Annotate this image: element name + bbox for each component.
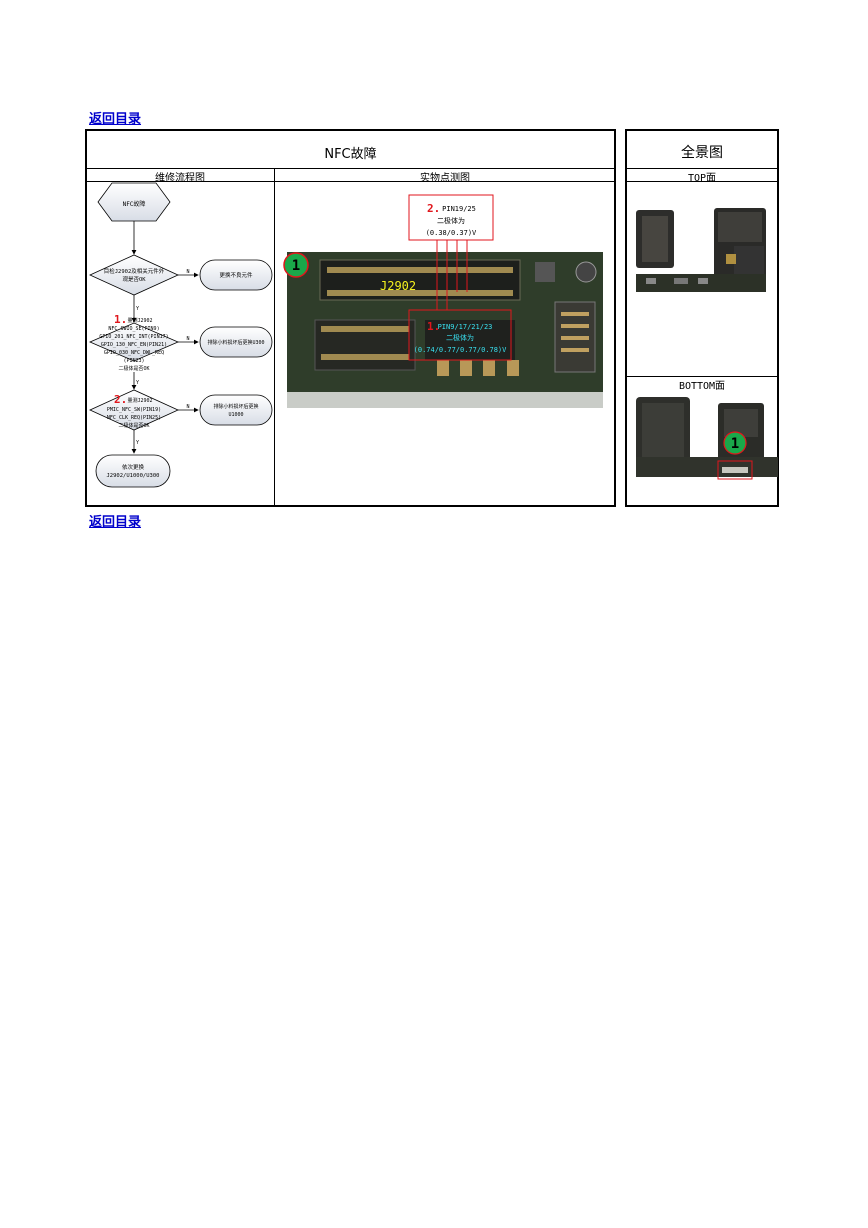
callout-top-number: 2. bbox=[427, 202, 440, 215]
callout-mid-number: 1. bbox=[427, 320, 440, 333]
callout-top-line-1: PIN19/25 bbox=[442, 205, 476, 213]
location-marker-1 bbox=[283, 252, 309, 278]
callout-mid-line-1: PIN9/17/21/23 bbox=[438, 323, 493, 331]
no-label: N bbox=[186, 269, 189, 275]
decision-2-line-6: (PIN23) bbox=[123, 358, 144, 364]
no-label: N bbox=[186, 336, 189, 342]
top-side-overview bbox=[636, 208, 766, 292]
back-to-contents-link-bottom[interactable]: 返回目录 bbox=[89, 515, 142, 530]
panel-title: NFC故障 bbox=[324, 147, 377, 162]
overview-panel bbox=[625, 129, 779, 507]
decision-2-line-4: GPIO_130_NFC_EN(PIN21) bbox=[101, 342, 167, 348]
action-2-text: 排除小料损坏后更换U300 bbox=[207, 339, 264, 346]
decision-3-line-2: PMIC_NFC_SW(PIN19) bbox=[107, 407, 161, 413]
divider bbox=[626, 376, 778, 377]
action-3-line-1: 排除小料损坏后更换 bbox=[213, 403, 258, 410]
overview-marker-text: 1 bbox=[731, 436, 739, 452]
action-replace-u300 bbox=[199, 326, 273, 358]
callout-pin9-17-21-23 bbox=[408, 309, 512, 361]
divider bbox=[626, 168, 778, 169]
overview-title: 全景图 bbox=[681, 145, 723, 161]
end-replace-sequence bbox=[95, 454, 171, 488]
end-line-2: J2902/U1000/U300 bbox=[107, 473, 160, 479]
action-3-line-2: U1000 bbox=[228, 412, 243, 418]
yes-label: Y bbox=[136, 440, 139, 446]
divider bbox=[86, 168, 615, 169]
bottom-side-overview: 1 bbox=[636, 397, 778, 480]
callout-mid-line-2: 二极体为 bbox=[446, 333, 474, 342]
decision-visual-check bbox=[89, 254, 179, 296]
decision-3-line-1: 量测J2902 bbox=[127, 397, 152, 404]
start-hexagon bbox=[97, 182, 171, 222]
yes-label: Y bbox=[136, 380, 139, 386]
no-label: N bbox=[186, 404, 189, 410]
bottom-j2902-highlight bbox=[717, 460, 753, 480]
top-side-label: TOP面 bbox=[687, 173, 717, 184]
repair-flowchart: NFC故障 目检J2902及相关元件外 观是否OK N 更换不良元件 Y 1. … bbox=[88, 182, 273, 488]
callout-top-line-3: (0.38/0.37)V bbox=[426, 229, 477, 237]
decision-2-line-5: GPIO_030_NFC_DWL_REQ bbox=[104, 350, 164, 356]
decision-2-line-3: GPIO_201_NFC_INT(PIN17) bbox=[99, 334, 168, 340]
divider bbox=[626, 181, 778, 182]
action-replace-bad-part bbox=[199, 259, 273, 291]
connector-label: J2902 bbox=[380, 279, 416, 293]
overview-marker-1 bbox=[723, 431, 747, 455]
decision-3-line-4: 二极体是否OK bbox=[118, 422, 149, 429]
end-line-1: 依次更换 bbox=[122, 463, 145, 471]
callout-mid-line-3: (0.74/0.77/0.77/0.78)V bbox=[414, 346, 508, 354]
photo-column-header: 实物点测图 bbox=[420, 173, 470, 184]
bottom-board-flex bbox=[636, 457, 778, 477]
divider bbox=[274, 168, 275, 506]
bottom-side-label: BOTTOM面 bbox=[678, 381, 726, 392]
flow-column-header: 维修流程图 bbox=[155, 173, 205, 184]
decision-3-line-3: NFC_CLK_REQ(PIN25) bbox=[107, 415, 161, 421]
nfc-fault-panel bbox=[85, 129, 616, 507]
action-1-text: 更换不良元件 bbox=[219, 271, 253, 279]
step-number-2: 2. bbox=[114, 393, 127, 406]
board-photo-measurement: 1 J2902 2. PIN19/25 二极体为 (0.38/0.37)V 1.… bbox=[283, 194, 603, 408]
decision-2-line-7: 二极体是否OK bbox=[118, 365, 149, 372]
decision-1-line-2: 观是否OK bbox=[122, 276, 146, 283]
callout-pin19-25 bbox=[408, 194, 494, 241]
decision-1-line-1: 目检J2902及相关元件外 bbox=[104, 267, 165, 275]
decision-2-line-1: 量测J2902 bbox=[127, 317, 152, 324]
decision-2-line-2: NFC_SWIO_SE(PIN9) bbox=[108, 326, 159, 332]
location-marker-text: 1 bbox=[292, 258, 300, 274]
action-replace-u1000 bbox=[199, 394, 273, 426]
callout-top-line-2: 二极体为 bbox=[437, 216, 465, 225]
divider bbox=[86, 181, 615, 182]
step-number-1: 1. bbox=[114, 313, 127, 326]
start-text: NFC故障 bbox=[123, 200, 146, 208]
back-to-contents-link-top[interactable]: 返回目录 bbox=[89, 112, 142, 127]
yes-label: Y bbox=[136, 306, 139, 312]
